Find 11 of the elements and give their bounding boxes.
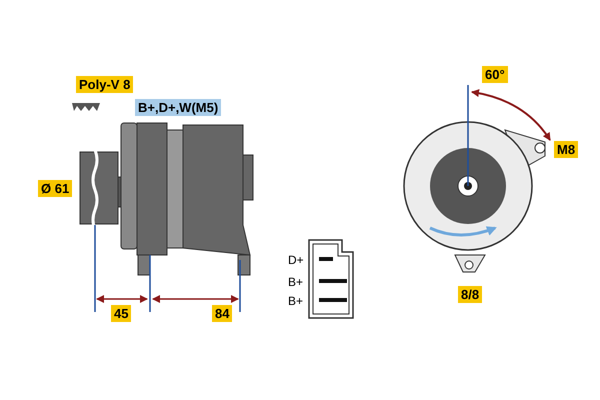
- clock-position-label: 8/8: [458, 286, 482, 303]
- dimension-label: Ø 61: [38, 180, 72, 197]
- bolt-size-label: M8: [554, 141, 578, 158]
- pin-label: D+: [288, 252, 304, 269]
- terminal-label: B+,D+,W(M5): [135, 99, 222, 116]
- spec-label: Poly-V 8: [76, 76, 134, 93]
- angle-label: 60°: [482, 66, 508, 83]
- pin-label: B+: [288, 293, 304, 310]
- pin-label: B+: [288, 274, 304, 291]
- dimension-label: 84: [212, 305, 232, 322]
- dimension-label: 45: [111, 305, 132, 322]
